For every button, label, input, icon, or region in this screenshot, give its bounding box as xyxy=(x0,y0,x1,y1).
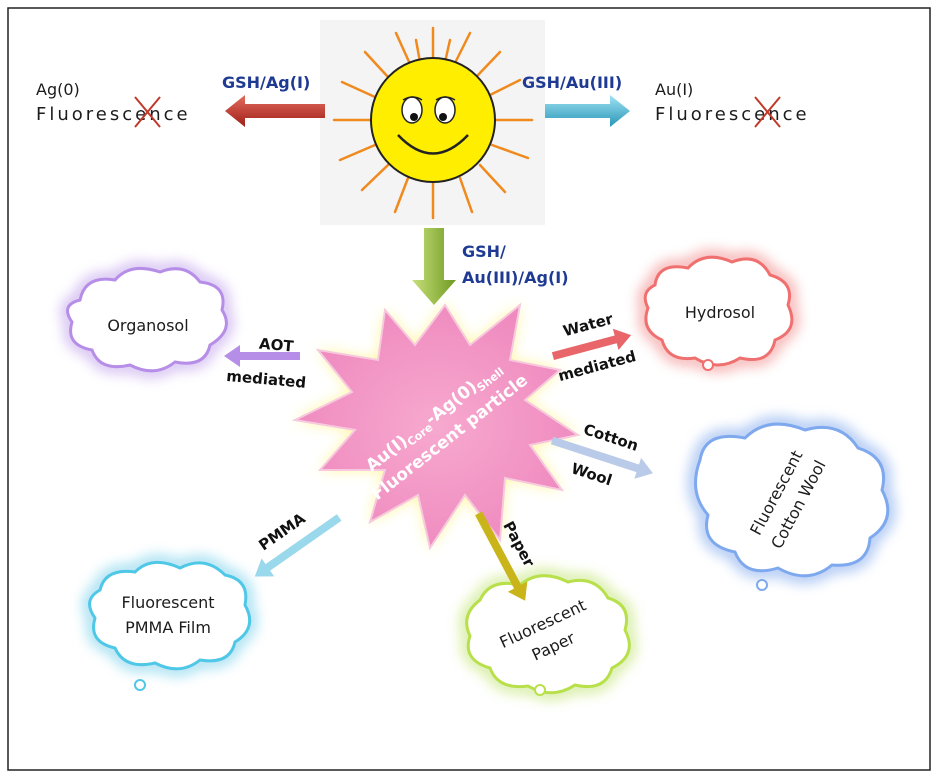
cloud-paper: Fluorescent Paper xyxy=(461,570,635,698)
label-fluorescence-left: Fluorescence xyxy=(36,104,191,125)
cloud-label-pmma-2: PMMA Film xyxy=(125,618,211,637)
cloud-hydrosol: Hydrosol xyxy=(640,252,797,371)
label-ag0: Ag(0) xyxy=(36,80,80,99)
arrow-left-gsh-ag xyxy=(225,95,325,127)
cloud-label-organosol: Organosol xyxy=(107,316,188,335)
label-aot: AOT xyxy=(258,335,295,356)
arrow-water xyxy=(551,328,632,361)
sun-rays xyxy=(332,26,534,220)
cloud-label-hydrosol: Hydrosol xyxy=(685,303,755,322)
cloud-label-pmma-1: Fluorescent xyxy=(121,593,214,612)
sun-icon xyxy=(320,20,545,225)
label-gsh-ag: GSH/Ag(I) xyxy=(222,73,310,92)
label-gsh-au: GSH/Au(III) xyxy=(522,73,622,92)
sun-smile xyxy=(397,134,469,155)
cloud-organosol: Organosol xyxy=(62,263,232,376)
arrow-paper xyxy=(475,511,528,601)
label-au1: Au(I) xyxy=(655,80,693,99)
arrow-cotton xyxy=(550,436,653,479)
cross-mark-left xyxy=(134,96,161,128)
arrow-aot xyxy=(224,345,300,367)
label-gsh-slash: GSH/ xyxy=(462,242,506,261)
label-fluorescence-right: Fluorescence xyxy=(655,104,810,125)
sun-face xyxy=(370,57,496,183)
cloud-cotton-wool: Fluorescent Cotton Wool xyxy=(689,418,894,591)
arrow-right-gsh-au xyxy=(545,95,630,127)
fluorescent-particle-star: Au(I)Core-Ag(0)Shell Fluorescent particl… xyxy=(291,302,581,551)
arrow-pmma xyxy=(254,514,342,577)
cloud-pmma-film: Fluorescent PMMA Film xyxy=(84,557,255,691)
cross-mark-right xyxy=(754,96,781,128)
label-au3-ag1: Au(III)/Ag(I) xyxy=(462,268,569,287)
arrow-down-gsh-au-ag xyxy=(412,228,456,305)
